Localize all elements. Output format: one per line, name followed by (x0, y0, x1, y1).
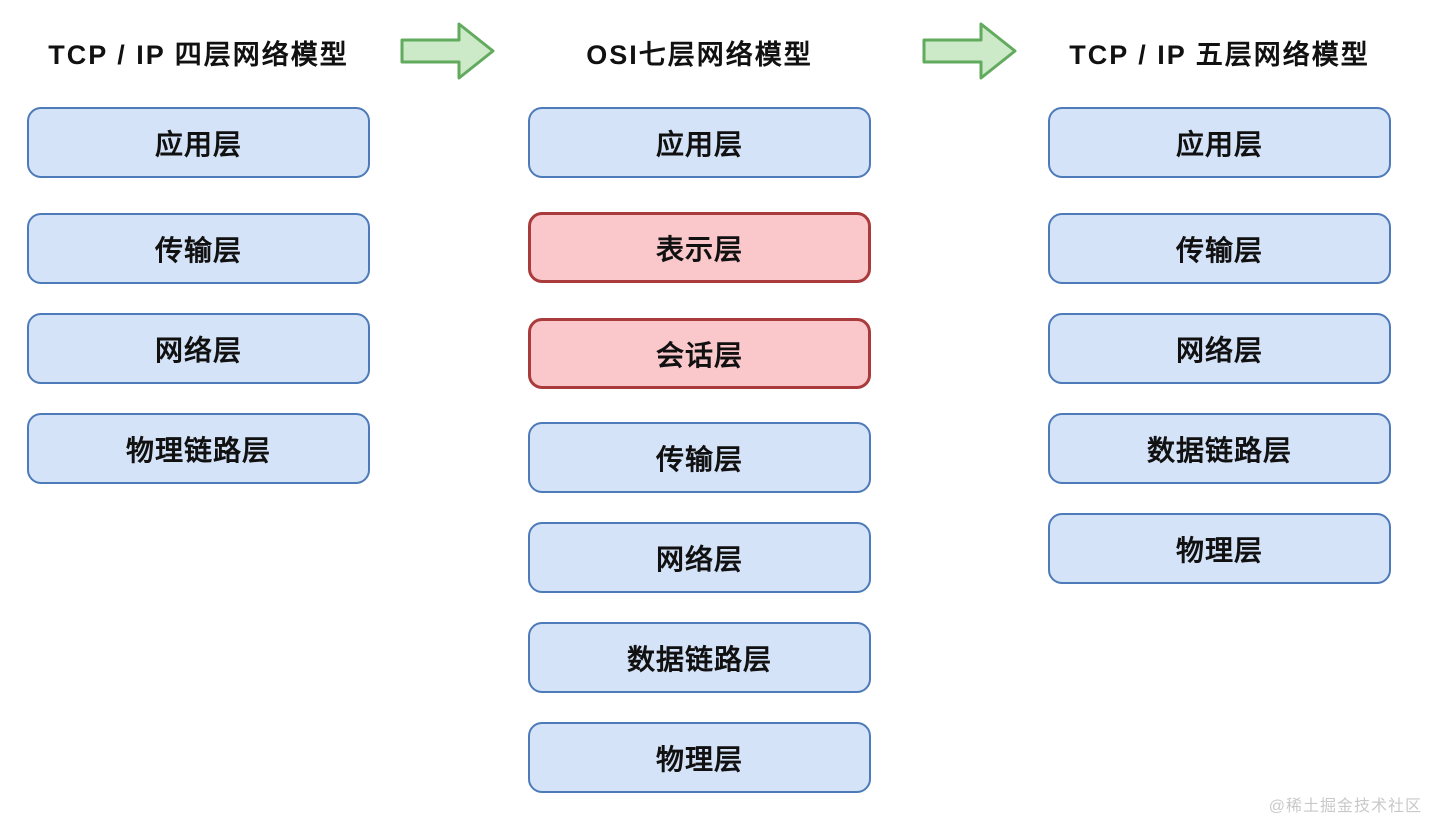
column-title-osi-7-layer: OSI七层网络模型 (586, 40, 813, 70)
column-tcpip-5-layer: TCP / IP 五层网络模型 应用层 传输层 网络层 数据链路层 物理层 (1048, 0, 1391, 838)
layer-box-transport: 传输层 (1048, 213, 1391, 284)
column-title-tcpip-5-layer: TCP / IP 五层网络模型 (1069, 40, 1370, 70)
layer-label: 应用层 (1175, 128, 1263, 160)
layer-box-transport: 传输层 (528, 422, 871, 493)
layer-label: 网络层 (1175, 334, 1263, 366)
layer-box-application: 应用层 (528, 107, 871, 178)
layer-label: 传输层 (154, 234, 242, 266)
layer-label: 应用层 (154, 128, 242, 160)
layer-box-transport: 传输层 (27, 213, 370, 284)
layer-box-data-link: 数据链路层 (528, 622, 871, 693)
layer-box-physical-link: 物理链路层 (27, 413, 370, 484)
layer-label: 会话层 (655, 339, 743, 371)
layer-label: 数据链路层 (626, 643, 772, 675)
layer-label: 数据链路层 (1146, 434, 1292, 466)
layer-label: 物理层 (1175, 534, 1263, 566)
right-arrow-icon (922, 22, 1017, 80)
layer-label: 传输层 (655, 443, 743, 475)
column-osi-7-layer: OSI七层网络模型 应用层 表示层 会话层 传输层 网络层 数据链路层 物理层 (528, 0, 871, 838)
layer-box-application: 应用层 (1048, 107, 1391, 178)
layer-label: 物理层 (655, 743, 743, 775)
layer-box-network: 网络层 (528, 522, 871, 593)
layer-label: 传输层 (1175, 234, 1263, 266)
layer-box-session: 会话层 (528, 318, 871, 389)
layer-box-presentation: 表示层 (528, 212, 871, 283)
layer-box-network: 网络层 (1048, 313, 1391, 384)
layer-label: 物理链路层 (125, 434, 271, 466)
watermark: @稀土掘金技术社区 (1268, 798, 1422, 815)
layer-box-network: 网络层 (27, 313, 370, 384)
layer-box-physical: 物理层 (528, 722, 871, 793)
layer-box-data-link: 数据链路层 (1048, 413, 1391, 484)
right-arrow-icon (400, 22, 495, 80)
layer-box-physical: 物理层 (1048, 513, 1391, 584)
layer-label: 应用层 (655, 128, 743, 160)
layer-label: 网络层 (655, 543, 743, 575)
column-title-tcpip-4-layer: TCP / IP 四层网络模型 (48, 40, 349, 70)
column-tcpip-4-layer: TCP / IP 四层网络模型 应用层 传输层 网络层 物理链路层 (27, 0, 370, 838)
layer-box-application: 应用层 (27, 107, 370, 178)
layer-label: 表示层 (655, 233, 743, 265)
layer-label: 网络层 (154, 334, 242, 366)
